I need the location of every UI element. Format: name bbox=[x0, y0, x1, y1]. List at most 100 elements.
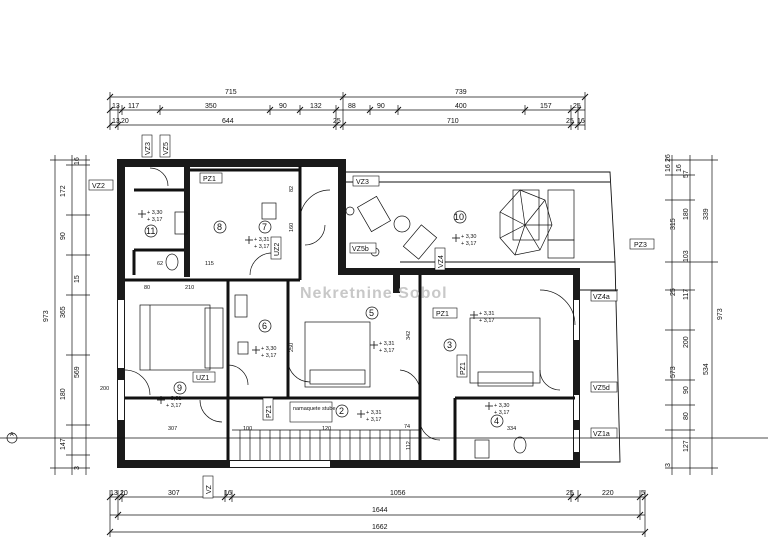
room-number-11: 11 bbox=[146, 226, 155, 236]
tag-uz2: UZ2 bbox=[274, 243, 281, 256]
exterior-walls bbox=[117, 159, 580, 468]
level-11-b: + 3,17 bbox=[147, 217, 162, 223]
level-11-a: + 3,30 bbox=[147, 210, 162, 216]
bottom-dim-1644: 1644 bbox=[372, 507, 388, 514]
room-number-8: 8 bbox=[217, 222, 222, 232]
bottom-dim-1662: 1662 bbox=[372, 524, 388, 531]
top-dim-350: 350 bbox=[205, 103, 217, 110]
level-4-b: + 3,17 bbox=[494, 410, 509, 416]
dim-250: 250 bbox=[289, 343, 295, 352]
top-dim-88: 88 bbox=[348, 103, 356, 110]
room-number-circles bbox=[144, 210, 504, 428]
level-marker-crosses bbox=[138, 210, 493, 418]
top-dim-715: 715 bbox=[225, 89, 237, 96]
level-6-b: + 3,17 bbox=[261, 353, 276, 359]
room-number-7: 7 bbox=[262, 222, 267, 232]
dim-112: 112 bbox=[406, 441, 412, 450]
dim-74: 74 bbox=[404, 424, 410, 430]
right-dim-90: 90 bbox=[683, 386, 690, 394]
right-dim-339: 339 bbox=[703, 208, 710, 220]
room-number-5: 5 bbox=[369, 308, 374, 318]
left-dim-180: 180 bbox=[60, 388, 67, 400]
level-8-a: + 3,31 bbox=[254, 237, 269, 243]
dim-342: 342 bbox=[406, 331, 412, 340]
right-dim-200: 200 bbox=[683, 336, 690, 348]
tag-pz1-top: PZ1 bbox=[203, 176, 216, 183]
dim-80: 80 bbox=[144, 285, 150, 291]
watermark: Nekretnine Sobol bbox=[300, 285, 448, 302]
left-dimension-chains bbox=[50, 155, 90, 475]
bottom-dim-1056: 1056 bbox=[390, 490, 406, 497]
dim-210: 210 bbox=[185, 285, 194, 291]
left-dim-569: 569 bbox=[74, 366, 81, 378]
tag-vz5d: VZ5d bbox=[593, 385, 610, 392]
bottom-dim-20: 20 bbox=[120, 490, 128, 497]
right-dim-180: 180 bbox=[683, 208, 690, 220]
room-number-2: 2 bbox=[339, 406, 344, 416]
dim-115: 115 bbox=[205, 261, 214, 267]
top-dimension-chains bbox=[109, 92, 586, 130]
bottom-dim-307: 307 bbox=[168, 490, 180, 497]
right-dim-57: 57 bbox=[683, 170, 690, 178]
level-9-a: + 3,31 bbox=[166, 396, 181, 402]
level-5-a: + 3,31 bbox=[379, 341, 394, 347]
top-dim-117: 117 bbox=[128, 103, 139, 110]
bottom-dim-16: 16 bbox=[224, 490, 232, 497]
tag-vz1a: VZ1a bbox=[593, 431, 610, 438]
room-number-6: 6 bbox=[262, 321, 267, 331]
top-dim-r3-25: 25 bbox=[333, 118, 341, 125]
level-4-a: + 3,30 bbox=[494, 403, 509, 409]
level-9-b: + 3,17 bbox=[166, 403, 181, 409]
tag-vz4a: VZ4a bbox=[593, 294, 610, 301]
right-dim-80: 80 bbox=[683, 412, 690, 420]
left-dim-973: 973 bbox=[43, 310, 50, 322]
top-dim-r3-25b: 25 bbox=[566, 118, 574, 125]
dim-100: 100 bbox=[243, 426, 252, 432]
level-5-b: + 3,17 bbox=[379, 348, 394, 354]
left-dim-3: 3 bbox=[74, 466, 81, 470]
tag-vz5-top: VZ5 bbox=[163, 142, 170, 155]
interior-walls bbox=[125, 166, 575, 460]
tag-frames bbox=[88, 134, 655, 499]
furniture bbox=[139, 189, 575, 459]
right-dim-25: 25 bbox=[670, 288, 677, 296]
level-6-a: + 3,30 bbox=[261, 346, 276, 352]
room-number-4: 4 bbox=[494, 416, 499, 426]
room-number-10: 10 bbox=[454, 212, 464, 222]
tag-vz4: VZ4 bbox=[438, 255, 445, 268]
left-dim-15: 15 bbox=[74, 275, 81, 283]
left-dim-90: 90 bbox=[60, 232, 67, 240]
dim-200: 200 bbox=[100, 386, 109, 392]
right-dim-534: 534 bbox=[703, 363, 710, 375]
left-dim-172: 172 bbox=[60, 185, 67, 197]
top-dim-90: 90 bbox=[279, 103, 287, 110]
top-dim-132: 132 bbox=[310, 103, 322, 110]
dim-120: 120 bbox=[322, 426, 331, 432]
dim-307: 307 bbox=[168, 426, 177, 432]
tag-pz1-mid: PZ1 bbox=[436, 311, 449, 318]
top-dim-400: 400 bbox=[455, 103, 467, 110]
top-dim-r3-13: 13 bbox=[112, 118, 120, 125]
right-dim-117: 117 bbox=[683, 289, 690, 300]
section-line bbox=[0, 432, 768, 444]
top-dim-710: 710 bbox=[447, 118, 459, 125]
tag-vz2: VZ2 bbox=[92, 183, 105, 190]
right-dim-315: 315 bbox=[670, 218, 677, 230]
right-dim-573: 573 bbox=[670, 366, 677, 378]
door-swings bbox=[124, 167, 576, 441]
left-dim-16: 16 bbox=[74, 157, 81, 165]
level-8-b: + 3,17 bbox=[254, 244, 269, 250]
stair-note-box bbox=[289, 401, 333, 423]
tag-uz1: UZ1 bbox=[196, 375, 209, 382]
bottom-dim-13: 13 bbox=[110, 490, 118, 497]
level-2-b: + 3,17 bbox=[366, 417, 381, 423]
dim-82: 82 bbox=[289, 186, 295, 192]
left-dim-365: 365 bbox=[60, 306, 67, 318]
bottom-dim-5: 5 bbox=[641, 490, 645, 497]
left-dim-147: 147 bbox=[60, 438, 67, 450]
right-dimension-chains bbox=[665, 155, 718, 475]
dim-334: 334 bbox=[507, 426, 516, 432]
bottom-dimension-ticks bbox=[106, 493, 649, 536]
top-dim-644: 644 bbox=[222, 118, 234, 125]
